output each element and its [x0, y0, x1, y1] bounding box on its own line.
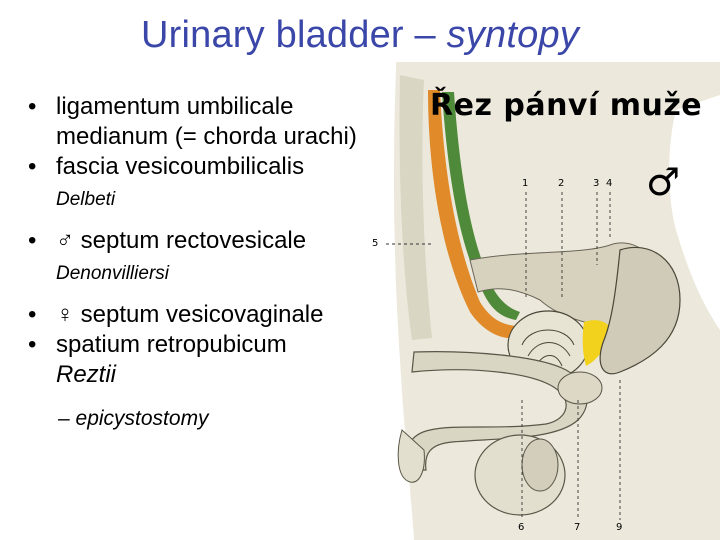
figure-label-5: 5: [372, 238, 379, 249]
bullet-sub-2: Delbeti: [56, 189, 116, 210]
slide-title: Urinary bladder – syntopy: [0, 14, 720, 57]
figure-label-4: 4: [606, 178, 613, 189]
title-italic: syntopy: [446, 14, 579, 56]
leader-lines: [386, 192, 621, 520]
sub-bullet-epicystostomy: – epicystostomy: [58, 407, 209, 430]
bullet-item-3: • ♂ septum rectovesicale: [28, 226, 368, 256]
bullet-dot: •: [28, 301, 37, 328]
bullet-item-5: • spatium retropubicum Reztii: [28, 330, 368, 390]
title-main: Urinary bladder –: [141, 14, 447, 56]
bullet-item-1: • ligamentum umbilicale medianum (= chor…: [28, 92, 368, 152]
glans: [397, 429, 425, 483]
bullet-dot: •: [28, 153, 37, 180]
figure-label-3: 3: [593, 178, 600, 189]
prostate: [557, 371, 603, 405]
bullet-sub-3: Denonvilliersi: [56, 263, 169, 284]
figure-label-9: 9: [616, 522, 623, 533]
bullet-text-4: ♀ septum vesicovaginale: [56, 301, 324, 328]
bullet-text-1: ligamentum umbilicale medianum (= chorda…: [56, 93, 357, 150]
figure-label-6: 6: [518, 522, 525, 533]
fascia-band: [428, 90, 520, 339]
bullet-list: • ligamentum umbilicale medianum (= chor…: [28, 92, 368, 434]
abdominal-wall: [399, 75, 432, 340]
figure-label-1: 1: [522, 178, 529, 189]
figure-label-2: 2: [558, 178, 565, 189]
figure-label-7: 7: [574, 522, 581, 533]
bullet-item-4: • ♀ septum vesicovaginale: [28, 300, 368, 330]
bullet-tail-5: Reztii: [56, 361, 117, 388]
male-symbol-icon: ♂: [646, 160, 681, 204]
bullet-item-2: • fascia vesicoumbilicalis: [28, 152, 368, 182]
bullet-dot: •: [28, 331, 37, 358]
bullet-text-2: fascia vesicoumbilicalis: [56, 153, 305, 180]
rectum: [599, 246, 681, 375]
bullet-dot: •: [28, 227, 37, 254]
figure-title: Řez pánví muže: [430, 88, 703, 123]
bullet-text-3: ♂ septum rectovesicale: [56, 227, 307, 254]
pelvis-section-illustration: [386, 62, 720, 540]
bullet-text-5: spatium retropubicum: [56, 331, 287, 358]
septum-rectovesicale: [582, 320, 612, 366]
epididymis: [521, 438, 559, 492]
bullet-dot: •: [28, 93, 37, 120]
